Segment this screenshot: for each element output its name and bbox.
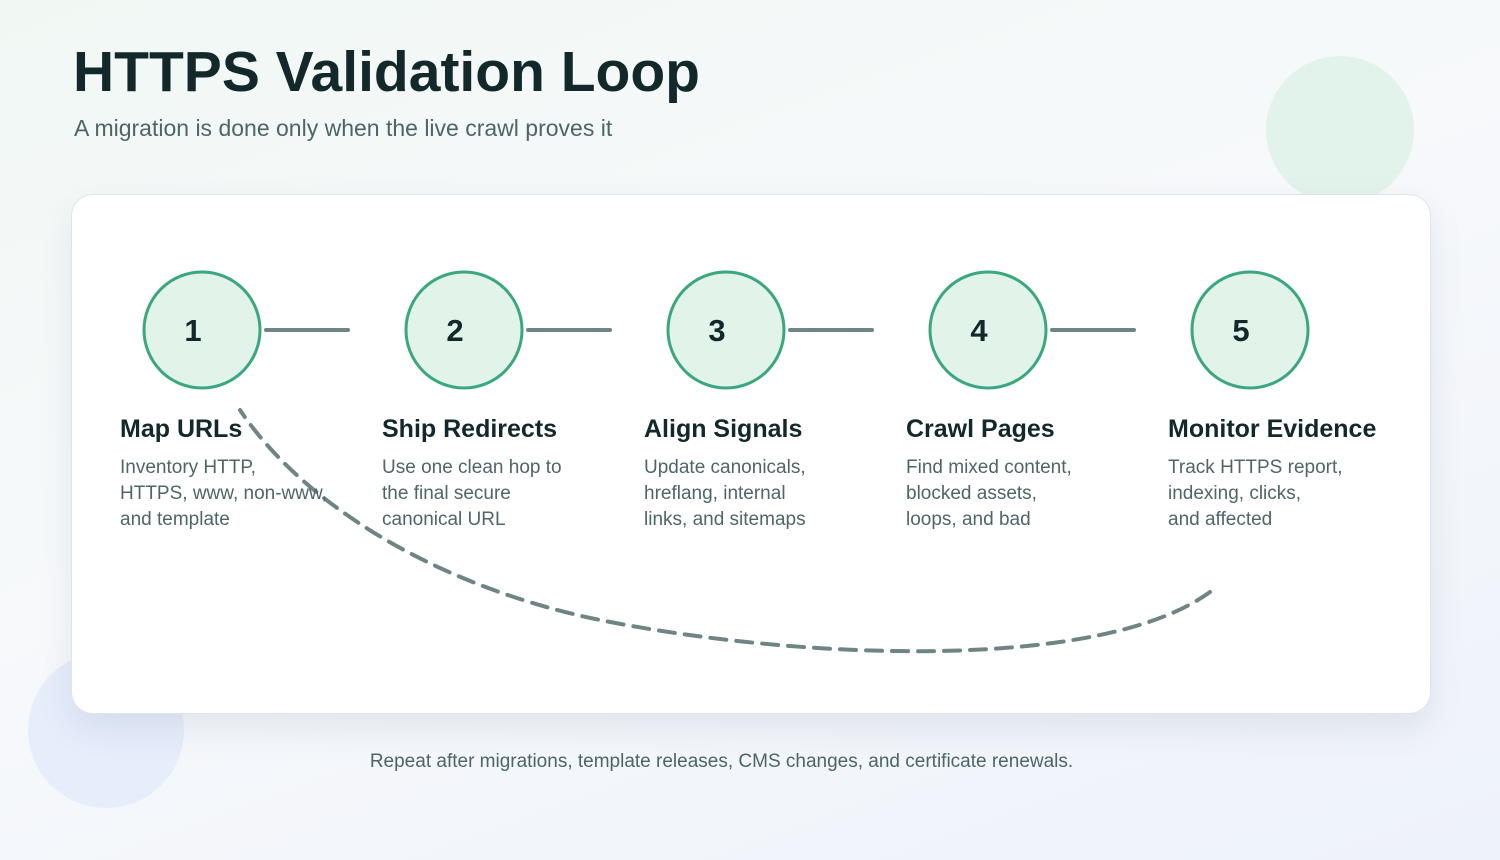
step-node-1: 1 [142, 270, 262, 390]
step-node-5: 5 [1190, 270, 1310, 390]
step-node-2: 2 [404, 270, 524, 390]
footer-note: Repeat after migrations, template releas… [369, 751, 1074, 772]
step-number: 1 [184, 313, 201, 348]
loop-back-arrow [238, 408, 1212, 654]
step-number: 4 [970, 313, 988, 348]
step-title-align-signals: Align Signals [644, 415, 803, 443]
step-title-ship-redirects: Ship Redirects [382, 415, 558, 443]
step-node-4: 4 [928, 270, 1048, 390]
step-description-align-signals: Update canonicals, hreflang, internal li… [644, 457, 806, 530]
decorative-circle-top [1266, 56, 1414, 204]
step-number: 3 [708, 313, 725, 348]
step-description-ship-redirects: Use one clean hop to the final secure ca… [382, 457, 562, 530]
step-number: 5 [1232, 313, 1249, 348]
step-title-monitor-evidence: Monitor Evidence [1168, 415, 1377, 443]
step-description-crawl-pages: Find mixed content, blocked assets, loop… [906, 457, 1072, 530]
step-description-monitor-evidence: Track HTTPS report, indexing, clicks, an… [1168, 457, 1343, 530]
step-node-3: 3 [666, 270, 786, 390]
step-title-map-urls: Map URLs [120, 415, 243, 443]
page-title: HTTPS Validation Loop [73, 40, 700, 104]
step-title-crawl-pages: Crawl Pages [906, 415, 1055, 443]
page-subtitle: A migration is done only when the live c… [74, 115, 613, 141]
step-number: 2 [446, 313, 463, 348]
step-description-map-urls: Inventory HTTP, HTTPS, www, non-www, and… [120, 457, 327, 530]
